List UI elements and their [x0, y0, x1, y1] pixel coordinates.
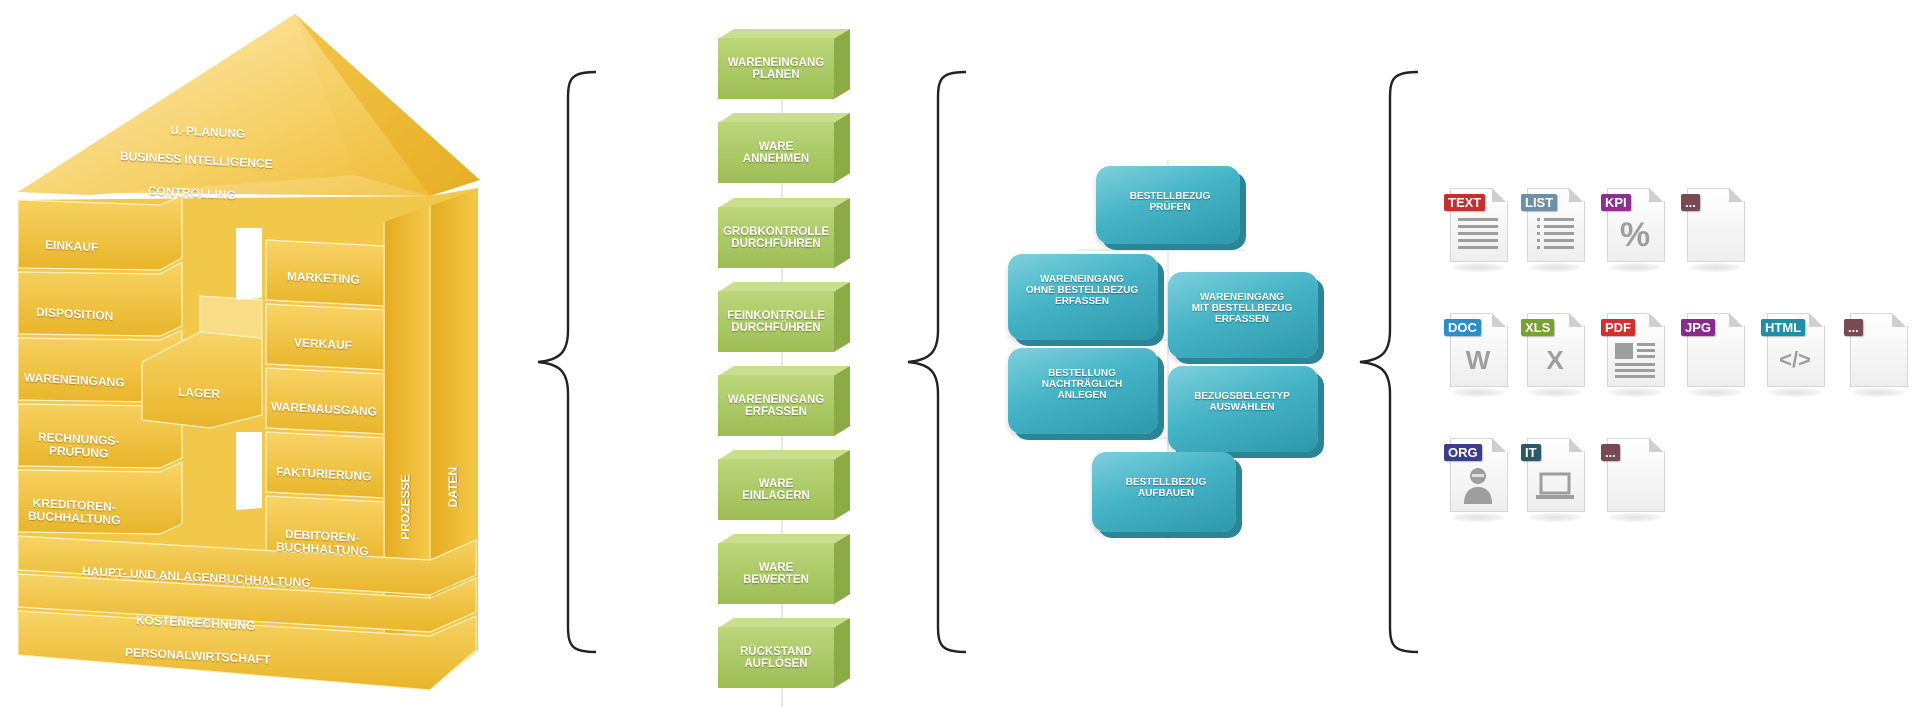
- subprocess-label: WARENEINGANG MIT BESTELLBEZUG ERFASSEN: [1191, 291, 1293, 325]
- document-badge: IT: [1521, 444, 1541, 461]
- document-badge: TEXT: [1444, 194, 1486, 211]
- block-rechnungspruefung: RECHNUNGS- PRÜFUNG: [38, 429, 120, 461]
- subprocess-bezugsbelegtyp[interactable]: BEZUGSBELEGTYP AUSWÄHLEN: [1168, 366, 1318, 452]
- subprocess-label: BESTELLBEZUG AUFBAUEN: [1125, 477, 1207, 499]
- column-prozesse: [384, 206, 428, 640]
- pdf-layout-icon: [1615, 343, 1655, 378]
- roof-right-face: [295, 14, 480, 196]
- process-step[interactable]: WARE BEWERTEN: [718, 534, 850, 604]
- document-badge: PDF: [1601, 319, 1635, 336]
- left-blocks: [17, 195, 183, 535]
- process-step[interactable]: WARE EINLAGERN: [718, 450, 850, 520]
- document-text[interactable]: TEXT: [1444, 186, 1510, 276]
- column-daten: [430, 190, 476, 625]
- document-kpi[interactable]: % KPI: [1601, 186, 1667, 276]
- document-more[interactable]: ...: [1601, 436, 1667, 526]
- subprocess-label: WARENEINGANG OHNE BESTELLBEZUG ERFASSEN: [1025, 273, 1139, 307]
- subprocess-label: BESTELLBEZUG PRÜFEN: [1129, 191, 1211, 213]
- block-lager: LAGER: [178, 384, 220, 402]
- document-badge: ORG: [1444, 444, 1482, 461]
- document-badge: LIST: [1521, 194, 1558, 211]
- process-step-label: GROBKONTROLLE DURCHFÜHREN: [722, 225, 830, 250]
- column-label-daten: DATEN: [446, 466, 461, 508]
- right-blocks: [265, 239, 385, 569]
- excel-icon: X: [1546, 344, 1564, 375]
- roof-front: [18, 14, 430, 196]
- code-icon: </>: [1779, 347, 1811, 372]
- document-more[interactable]: ...: [1681, 186, 1747, 276]
- document-list[interactable]: LIST: [1521, 186, 1587, 276]
- process-step[interactable]: GROBKONTROLLE DURCHFÜHREN: [718, 198, 850, 268]
- document-badge: ...: [1681, 194, 1700, 211]
- block-kreditorenbuchhaltung: KREDITOREN- BUCHHALTUNG: [28, 495, 121, 528]
- percent-icon: %: [1619, 215, 1651, 254]
- laptop-icon: [1536, 472, 1574, 499]
- subprocess-bestellbezug-pruefen[interactable]: BESTELLBEZUG PRÜFEN: [1096, 166, 1240, 244]
- document-badge: KPI: [1601, 194, 1631, 211]
- process-step-label: WARE ANNEHMEN: [742, 140, 810, 165]
- document-badge: ...: [1844, 319, 1863, 336]
- subprocess-ohne-bestellbezug[interactable]: WARENEINGANG OHNE BESTELLBEZUG ERFASSEN: [1008, 254, 1158, 340]
- subprocess-bestellung-nachtraeglich[interactable]: BESTELLUNG NACHTRÄGLICH ANLEGEN: [1008, 348, 1158, 434]
- document-badge: JPG: [1681, 319, 1716, 336]
- window-upper: [236, 228, 262, 300]
- text-lines-icon: [1458, 218, 1498, 249]
- process-step-label: WARENEINGANG ERFASSEN: [727, 393, 825, 418]
- process-step[interactable]: RÜCKSTAND AUFLÖSEN: [718, 618, 850, 688]
- column-label-prozesse: PROZESSE: [398, 474, 413, 540]
- document-badge: XLS: [1521, 319, 1555, 336]
- document-xls[interactable]: X XLS: [1521, 311, 1587, 401]
- window-lower: [236, 432, 262, 510]
- person-icon: [1464, 468, 1492, 504]
- subprocess-mit-bestellbezug[interactable]: WARENEINGANG MIT BESTELLBEZUG ERFASSEN: [1168, 272, 1318, 358]
- document-html[interactable]: </> HTML: [1761, 311, 1827, 401]
- document-doc[interactable]: W DOC: [1444, 311, 1510, 401]
- document-badge: HTML: [1761, 319, 1806, 336]
- process-step[interactable]: WARENEINGANG ERFASSEN: [718, 366, 850, 436]
- subprocess-bestellbezug-aufbauen[interactable]: BESTELLBEZUG AUFBAUEN: [1092, 452, 1236, 532]
- document-it[interactable]: IT: [1521, 436, 1587, 526]
- document-pdf[interactable]: PDF: [1601, 311, 1667, 401]
- process-step-label: RÜCKSTAND AUFLÖSEN: [740, 645, 812, 670]
- process-step-label: FEINKONTROLLE DURCHFÜHREN: [727, 309, 825, 334]
- bulleted-list-icon: [1537, 218, 1574, 249]
- document-jpg[interactable]: JPG: [1681, 311, 1747, 401]
- document-org[interactable]: ORG: [1444, 436, 1510, 526]
- base-slabs: [17, 535, 477, 691]
- document-badge: DOC: [1444, 319, 1481, 336]
- process-step-label: WARE BEWERTEN: [743, 561, 809, 586]
- process-step[interactable]: FEINKONTROLLE DURCHFÜHREN: [718, 282, 850, 352]
- process-step[interactable]: WARENEINGANG PLANEN: [718, 29, 850, 99]
- subprocess-label: BEZUGSBELEGTYP AUSWÄHLEN: [1194, 391, 1290, 413]
- process-step-label: WARENEINGANG PLANEN: [727, 56, 825, 81]
- document-more[interactable]: ...: [1844, 311, 1910, 401]
- process-step-label: WARE EINLAGERN: [742, 477, 810, 502]
- subprocess-label: BESTELLUNG NACHTRÄGLICH ANLEGEN: [1041, 367, 1123, 401]
- block-einkauf: EINKAUF: [45, 237, 99, 255]
- process-step[interactable]: WARE ANNEHMEN: [718, 113, 850, 183]
- word-icon: W: [1465, 344, 1491, 375]
- document-badge: ...: [1601, 444, 1620, 461]
- block-debitorenbuchhaltung: DEBITOREN- BUCHHALTUNG: [276, 527, 369, 559]
